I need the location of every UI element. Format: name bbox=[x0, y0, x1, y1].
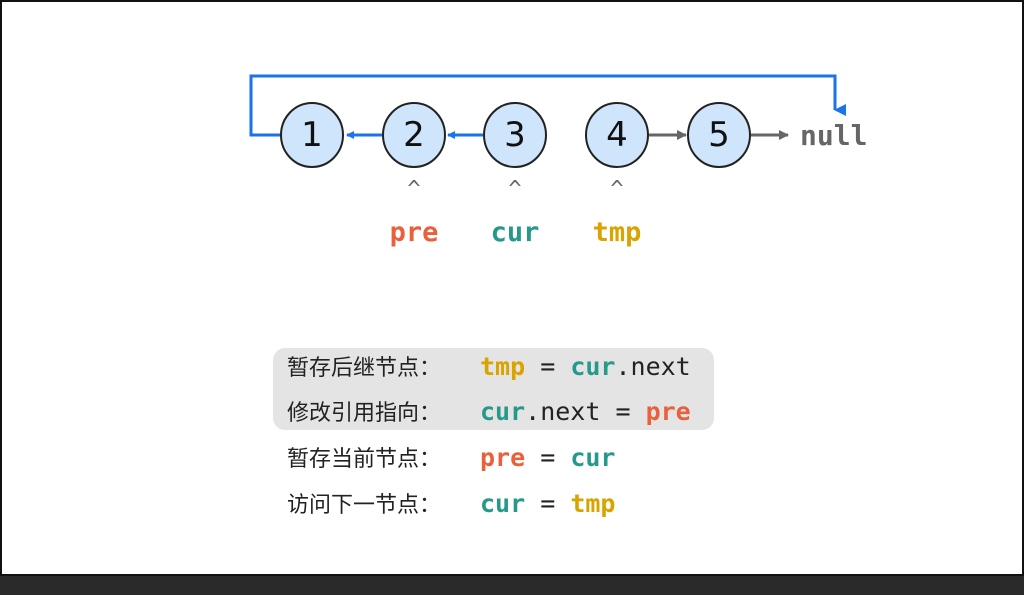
pointer-cur: cur bbox=[491, 217, 540, 248]
code-var-tmp: tmp bbox=[570, 488, 616, 518]
node-circle bbox=[483, 102, 547, 168]
list-node-1: 1 bbox=[280, 102, 344, 168]
caret-tmp: ^ bbox=[610, 177, 623, 202]
list-node-4: 4 bbox=[585, 102, 649, 168]
step-code: tmp = cur.next bbox=[480, 352, 691, 381]
code-text: = bbox=[525, 442, 571, 472]
step-label: 暂存当前节点： bbox=[287, 447, 442, 472]
code-var-pre: pre bbox=[645, 396, 691, 426]
step-label: 暂存后继节点： bbox=[287, 356, 442, 381]
code-var-cur: cur bbox=[480, 396, 526, 426]
node-circle bbox=[687, 102, 751, 168]
node-circle bbox=[585, 102, 649, 168]
code-text: .next bbox=[615, 351, 691, 381]
code-var-cur: cur bbox=[570, 442, 616, 472]
code-var-cur: cur bbox=[480, 488, 526, 518]
node-value: 2 bbox=[403, 115, 425, 155]
step-label: 修改引用指向： bbox=[287, 401, 442, 426]
step-line: 暂存当前节点： pre = cur bbox=[287, 442, 615, 473]
caret-pre: ^ bbox=[407, 177, 420, 202]
diagram-canvas bbox=[0, 0, 1024, 576]
pointer-tmp: tmp bbox=[593, 217, 642, 248]
code-text: = bbox=[525, 351, 571, 381]
list-node-3: 3 bbox=[483, 102, 547, 168]
node-value: 3 bbox=[504, 115, 526, 155]
node-value: 1 bbox=[301, 115, 323, 155]
step-code: pre = cur bbox=[480, 443, 615, 472]
caret-cur: ^ bbox=[508, 177, 521, 202]
list-node-2: 2 bbox=[382, 102, 446, 168]
step-line: 暂存后继节点： tmp = cur.next bbox=[287, 351, 691, 382]
code-var-tmp: tmp bbox=[480, 351, 526, 381]
node-value: 4 bbox=[606, 115, 628, 155]
step-line: 访问下一节点： cur = tmp bbox=[287, 488, 615, 519]
code-var-pre: pre bbox=[480, 442, 526, 472]
step-code: cur.next = pre bbox=[480, 397, 691, 426]
pointer-pre: pre bbox=[390, 217, 439, 248]
code-var-cur: cur bbox=[570, 351, 616, 381]
bottom-bar bbox=[0, 576, 1024, 595]
node-circle bbox=[280, 102, 344, 168]
step-line: 修改引用指向： cur.next = pre bbox=[287, 396, 691, 427]
highlight-box bbox=[273, 348, 714, 430]
list-node-5: 5 bbox=[687, 102, 751, 168]
code-text: .next = bbox=[525, 396, 646, 426]
node-value: 5 bbox=[708, 115, 730, 155]
code-text: = bbox=[525, 488, 571, 518]
step-label: 访问下一节点： bbox=[287, 493, 442, 518]
loop-arrow bbox=[249, 74, 846, 137]
step-code: cur = tmp bbox=[480, 489, 615, 518]
null-label: null bbox=[800, 119, 867, 152]
node-circle bbox=[382, 102, 446, 168]
